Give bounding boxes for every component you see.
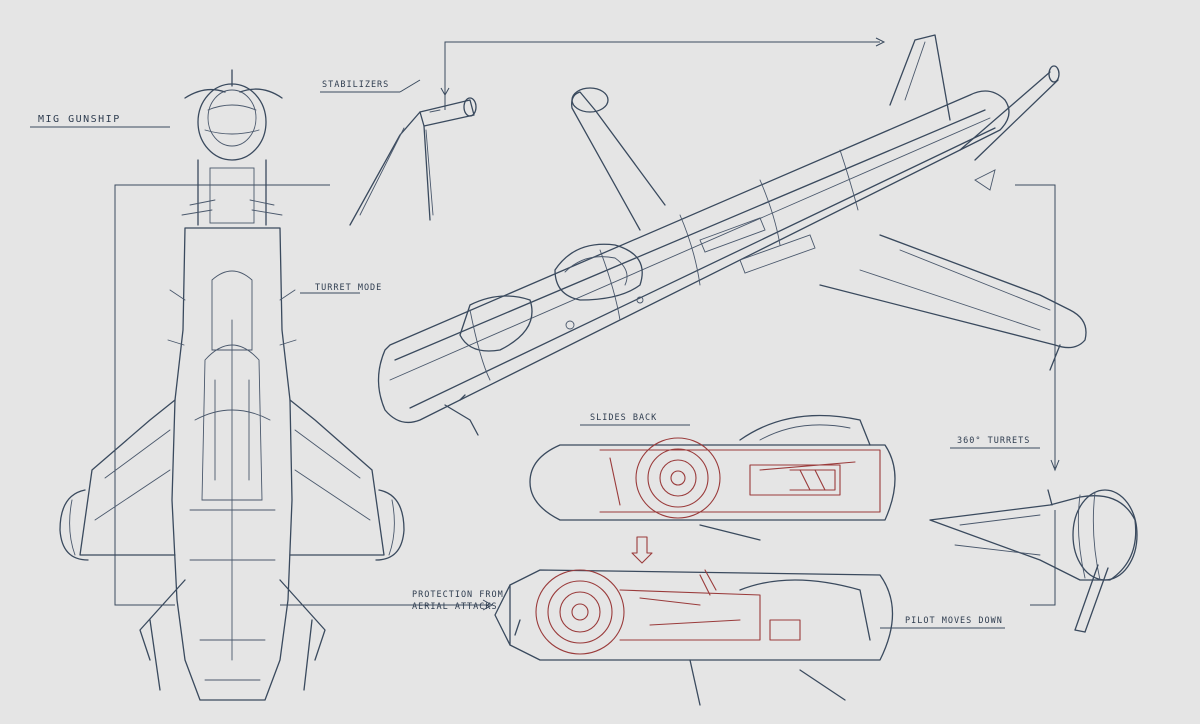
perspective-view-sketch: [377, 34, 1087, 436]
leader-lines: [30, 37, 1060, 629]
section-turret-mode: [494, 569, 894, 706]
section-slides-back: [529, 414, 896, 541]
label-stabilizers: STABILIZERS: [322, 80, 390, 90]
label-protection-line2: AERIAL ATTACKS: [412, 602, 498, 612]
label-pilot-moves-down: PILOT MOVES DOWN: [905, 616, 1003, 626]
label-slides-back: SLIDES BACK: [590, 413, 658, 423]
turret-detail-sketch: [929, 489, 1138, 633]
top-view-sketch: [59, 69, 405, 701]
label-protection-line1: PROTECTION FROM: [412, 590, 504, 600]
stabilizer-sketch: [349, 97, 477, 226]
transition-arrow: [631, 536, 653, 564]
label-360-turrets: 360° TURRETS: [957, 436, 1031, 446]
label-mig-gunship: MIG GUNSHIP: [38, 114, 121, 125]
label-turret-mode: TURRET MODE: [315, 283, 383, 293]
